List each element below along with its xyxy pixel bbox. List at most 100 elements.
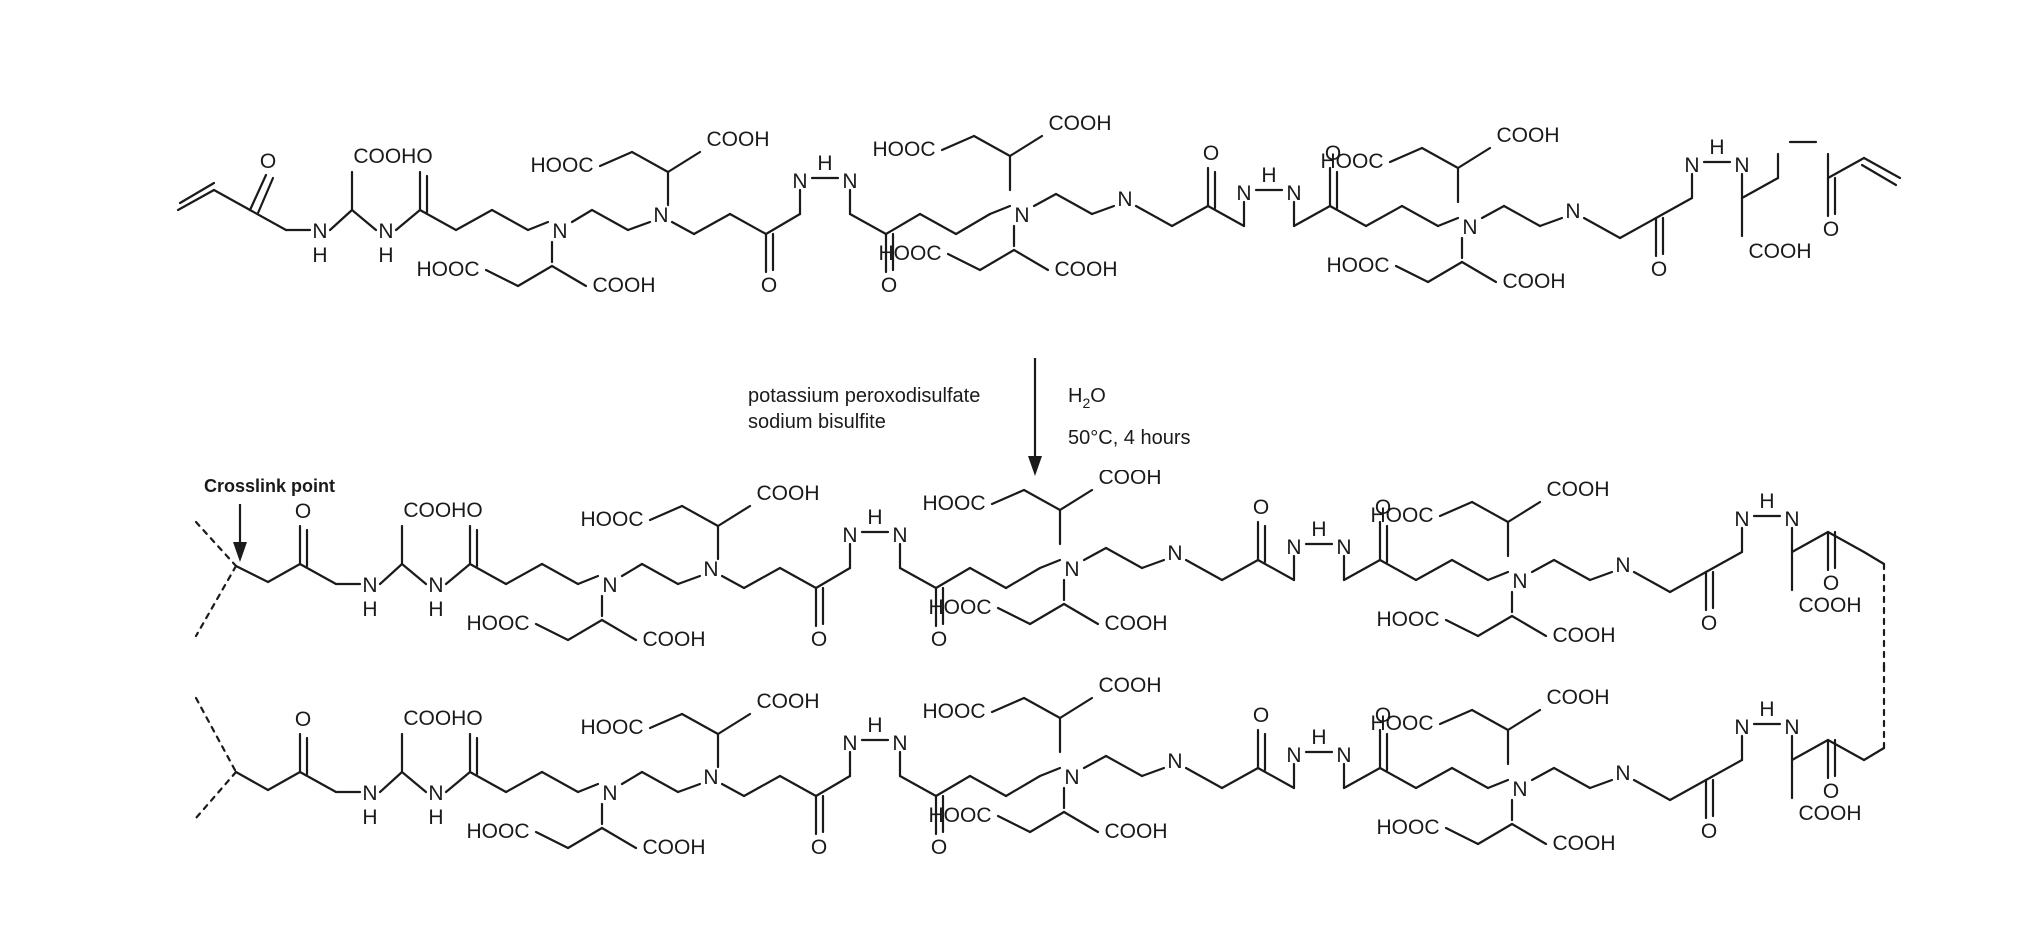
carboxyl-label-COOH: COOH — [1049, 112, 1112, 135]
atom-label-N: N — [1286, 182, 1301, 205]
atom-label-N: N — [428, 574, 443, 597]
carboxyl-label-COOH: COOH — [757, 690, 820, 713]
atom-label-O: O — [1701, 820, 1717, 843]
crosslink-dashed-upper-2 — [194, 696, 238, 774]
atom-label-N: N — [1336, 536, 1351, 559]
atom-label-N: N — [1784, 508, 1799, 531]
carboxyl-label-HOOC: HOOC — [417, 258, 480, 281]
atom-label-H: H — [867, 714, 882, 737]
atom-label-H: H — [1311, 726, 1326, 749]
atom-label-H: H — [817, 152, 832, 175]
carboxyl-label-COOH: COOH — [1547, 478, 1610, 501]
atom-label-O: O — [260, 150, 276, 173]
carboxyl-label-HOOC: HOOC — [531, 154, 594, 177]
atom-label-N: N — [1512, 570, 1527, 593]
atom-label-N: N — [312, 220, 327, 243]
reactant-structure: O N H COOHO N H N HOOC COOH N HOOC COOH … — [176, 112, 1902, 297]
atom-label-N: N — [1615, 762, 1630, 785]
carboxyl-label-COOH: COOH — [1547, 686, 1610, 709]
carboxyl-label-COOH: COOH — [1799, 594, 1862, 617]
atom-label-H: H — [1261, 164, 1276, 187]
carboxyl-label-HOOC: HOOC — [1371, 712, 1434, 735]
carboxyl-label-COOHO: COOHO — [353, 145, 432, 168]
carboxyl-label-HOOC: HOOC — [879, 242, 942, 265]
carboxyl-label-COOH: COOH — [1055, 258, 1118, 281]
atom-label-N: N — [653, 204, 668, 227]
atom-label-N: N — [1014, 204, 1029, 227]
atom-label-O: O — [931, 836, 947, 859]
atom-label-N: N — [1064, 558, 1079, 581]
atom-label-O: O — [761, 274, 777, 297]
carboxyl-label-HOOC: HOOC — [929, 804, 992, 827]
atom-label-N: N — [703, 766, 718, 789]
atom-label-H: H — [428, 598, 443, 621]
atom-label-O: O — [1203, 142, 1219, 165]
solvent-formula: H2O — [1068, 385, 1106, 411]
atom-label-O: O — [931, 628, 947, 651]
carboxyl-label-HOOC: HOOC — [923, 492, 986, 515]
carboxyl-label-HOOC: HOOC — [1321, 150, 1384, 173]
atom-label-O: O — [1253, 704, 1269, 727]
atom-label-N: N — [1167, 750, 1182, 773]
atom-label-H: H — [362, 806, 377, 829]
atom-label-N: N — [1734, 154, 1749, 177]
atom-label-N: N — [892, 524, 907, 547]
atom-label-O: O — [811, 836, 827, 859]
atom-label-N: N — [1167, 542, 1182, 565]
carboxyl-label-COOH: COOH — [643, 836, 706, 859]
carboxyl-label-COOH: COOH — [643, 628, 706, 651]
reaction-arrow-group: potassium peroxodisulfate sodium bisulfi… — [748, 358, 1191, 476]
atom-label-N: N — [602, 782, 617, 805]
atom-label-N: N — [1565, 200, 1580, 223]
carboxyl-label-COOH: COOH — [593, 274, 656, 297]
atom-label-H: H — [1759, 490, 1774, 513]
carboxyl-label-HOOC: HOOC — [929, 596, 992, 619]
carboxyl-label-COOH: COOH — [1105, 820, 1168, 843]
atom-label-N: N — [1117, 188, 1132, 211]
atom-label-O: O — [1375, 704, 1391, 727]
atom-label-N: N — [703, 558, 718, 581]
atom-label-N: N — [1684, 154, 1699, 177]
carboxyl-label-HOOC: HOOC — [581, 508, 644, 531]
crosslink-point-label: Crosslink point — [204, 476, 335, 496]
atom-label-N: N — [1615, 554, 1630, 577]
atom-label-N: N — [842, 524, 857, 547]
atom-label-N: N — [1286, 744, 1301, 767]
carboxyl-label-HOOC: HOOC — [581, 716, 644, 739]
atom-label-N: N — [1462, 216, 1477, 239]
carboxyl-label-COOH: COOH — [1553, 624, 1616, 647]
atom-label-H: H — [867, 506, 882, 529]
atom-label-H: H — [312, 244, 327, 267]
atom-label-N: N — [1512, 778, 1527, 801]
atom-label-H: H — [362, 598, 377, 621]
carboxyl-label-COOH: COOH — [757, 482, 820, 505]
atom-label-H: H — [1759, 698, 1774, 721]
carboxyl-label-HOOC: HOOC — [1377, 816, 1440, 839]
carboxyl-label-COOH: COOH — [1503, 270, 1566, 293]
product-chain-top: Crosslink point — [194, 470, 1886, 672]
carboxyl-label-HOOC: HOOC — [1371, 504, 1434, 527]
carboxyl-label-HOOC: HOOC — [923, 700, 986, 723]
atom-label-N: N — [552, 220, 567, 243]
carboxyl-label-COOH: COOH — [1099, 674, 1162, 697]
reagent-line-1: potassium peroxodisulfate — [748, 385, 980, 407]
atom-label-N: N — [428, 782, 443, 805]
atom-label-N: N — [362, 574, 377, 597]
atom-label-N: N — [378, 220, 393, 243]
temperature-time: 50°C, 4 hours — [1068, 427, 1191, 449]
atom-label-N: N — [1784, 716, 1799, 739]
carboxyl-label-COOH: COOH — [1497, 124, 1560, 147]
atom-label-O: O — [881, 274, 897, 297]
product-chain-bottom: O N H COOHO N H N HOOC COOH N HOOC COOH … — [194, 658, 1886, 859]
atom-label-N: N — [1286, 536, 1301, 559]
carboxyl-label-HOOC: HOOC — [1327, 254, 1390, 277]
crosslink-dashed-lower-2 — [194, 770, 238, 820]
atom-label-N: N — [1734, 716, 1749, 739]
atom-label-O: O — [1823, 572, 1839, 595]
atom-label-N: N — [842, 732, 857, 755]
atom-label-N: N — [362, 782, 377, 805]
crosslink-dashed-upper — [194, 520, 238, 568]
carboxyl-label-HOOC: HOOC — [1377, 608, 1440, 631]
atom-label-N: N — [1236, 182, 1251, 205]
